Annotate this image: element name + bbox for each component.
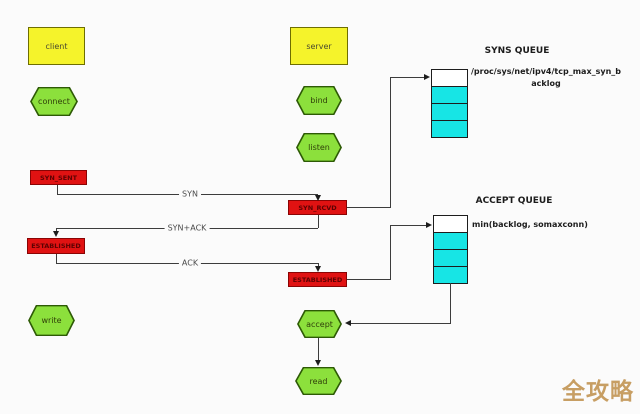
server-node-label: server [306, 41, 332, 51]
syn-sent-state-label: SYN_SENT [39, 173, 78, 182]
syn-ack-wire-segment [56, 228, 57, 232]
accept-queue-param: min(backlog, somaxconn) [472, 220, 588, 229]
read-node: read [295, 367, 342, 395]
accept-node-label: accept [306, 319, 333, 329]
arrowhead-left-icon [345, 320, 351, 326]
connect-node: connect [30, 87, 78, 116]
hexagon-shape [28, 305, 75, 336]
accept-node: accept [297, 310, 342, 338]
hexagon-shape [295, 367, 342, 395]
syn-ack-wire-segment [318, 215, 319, 228]
hexagon-shape [30, 87, 78, 116]
arrowhead-down-icon [53, 231, 59, 237]
hexagon-shape [297, 310, 342, 338]
syns-queue-slot [432, 120, 467, 137]
accept-wire-segment [351, 323, 451, 324]
accept-queue-title: ACCEPT QUEUE [475, 196, 553, 206]
ack-wire-segment [56, 254, 57, 263]
client-node-label: client [45, 41, 68, 51]
accept-queue-slot [434, 249, 467, 266]
accept-queue-slot [434, 266, 467, 283]
syns-queue-param: /proc/sys/net/ipv4/tcp_max_syn_backlog [470, 67, 622, 88]
syn-wire-segment [57, 185, 58, 194]
read-node-label: read [309, 376, 328, 386]
syn-rcvd-state: SYN_RCVD [288, 200, 347, 215]
client-established-state-label: ESTABLISHED [31, 242, 81, 250]
client-established-state: ESTABLISHED [27, 238, 85, 254]
accept-wire-segment [450, 283, 451, 323]
write-node: write [28, 305, 75, 336]
syn-message-label: SYN [179, 189, 201, 199]
listen-node: listen [296, 133, 342, 162]
accept-queue-wire-segment [390, 225, 391, 280]
server-established-state-label: ESTABLISHED [292, 275, 343, 284]
syns-queue-title: SYNS QUEUE [484, 46, 550, 56]
syns-queue-slot [432, 103, 467, 120]
syns-queue-wire-segment [390, 77, 424, 78]
syn-sent-state: SYN_SENT [30, 170, 87, 185]
arrowhead-down-icon [315, 195, 321, 201]
syns-queue-wire-segment [390, 77, 391, 208]
arrowhead-right-icon [424, 74, 430, 80]
hexagon-shape [296, 86, 342, 115]
accept-queue-slot-empty [434, 216, 467, 232]
server-established-state: ESTABLISHED [288, 272, 347, 287]
bind-node: bind [296, 86, 342, 115]
syns-queue-slot-empty [432, 70, 467, 86]
arrowhead-right-icon [426, 222, 432, 228]
ack-message-label: ACK [178, 258, 202, 268]
connect-node-label: connect [38, 97, 70, 106]
bind-node-label: bind [310, 96, 328, 105]
read-wire-segment [318, 338, 319, 360]
server-node: server [290, 27, 348, 65]
watermark-text: 全攻略 [562, 379, 634, 405]
listen-node-label: listen [308, 143, 330, 152]
syns-queue-slot [432, 86, 467, 103]
accept-queue-wire-segment [347, 279, 390, 280]
accept-queue [433, 215, 468, 284]
accept-queue-slot [434, 232, 467, 249]
syns-queue-wire-segment [347, 207, 390, 208]
syns-queue [431, 69, 468, 138]
syn-rcvd-state-label: SYN_RCVD [298, 203, 337, 212]
client-node: client [28, 27, 85, 65]
accept-queue-wire-segment [390, 225, 426, 226]
arrowhead-down-icon [315, 360, 321, 366]
hexagon-shape [296, 133, 342, 162]
write-node-label: write [41, 316, 62, 325]
syn-ack-message-label: SYN+ACK [164, 223, 210, 233]
arrowhead-down-icon [315, 266, 321, 272]
ack-wire-segment [318, 263, 319, 267]
